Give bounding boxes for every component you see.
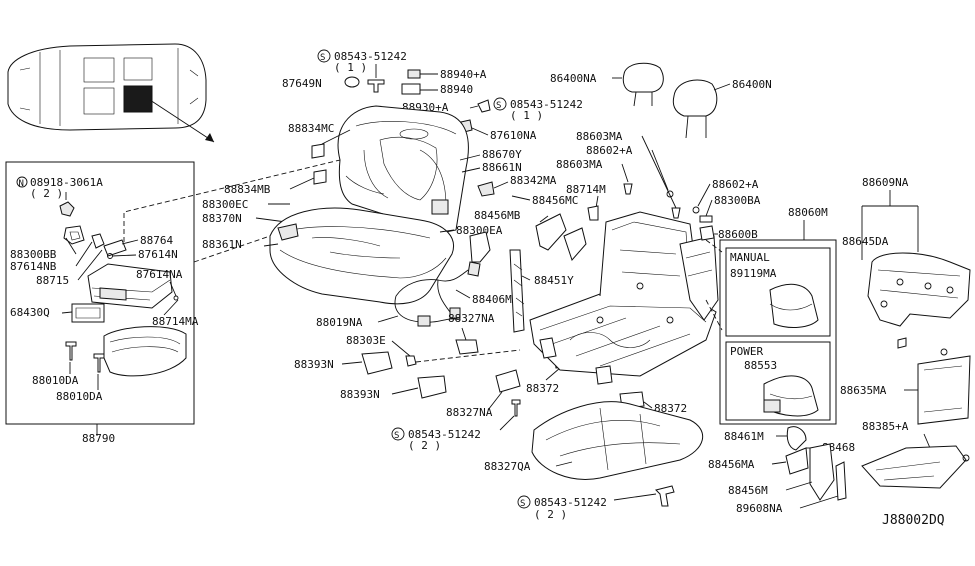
label-87649n: 87649N xyxy=(282,77,322,90)
frame-fasteners: 88603MA 88602+A 88603MA 88714M 88602+A 8… xyxy=(556,130,761,331)
label-88456m: 88456M xyxy=(728,484,768,497)
label-88553: 88553 xyxy=(744,359,777,372)
label-88342ma: 88342MA xyxy=(510,174,557,187)
label-88670y: 88670Y xyxy=(482,148,522,161)
clip-08918-3061a: N 08918-3061A ( 2 ) xyxy=(16,176,103,200)
label-88370n: 88370N xyxy=(202,212,242,225)
label-88451y: 88451Y xyxy=(534,274,574,287)
seat-frame: 88451Y xyxy=(509,211,719,385)
qty-label: ( 2 ) xyxy=(30,187,63,200)
diagram-id: J88002DQ xyxy=(882,513,945,528)
label-88834mc: 88834MC xyxy=(288,122,334,135)
label-88372-a: 88372 xyxy=(526,382,559,395)
power-heading: POWER xyxy=(730,345,763,358)
svg-text:S: S xyxy=(520,499,525,509)
svg-text:N: N xyxy=(19,179,24,189)
qty-label: ( 1 ) xyxy=(334,61,367,74)
vehicle-locator xyxy=(7,43,215,143)
label-08543-top: 08543-51242 xyxy=(334,50,407,63)
seatback-hardware: S 08543-51242 ( 1 ) 87649N 88940+A 88940… xyxy=(282,49,583,142)
label-88602a-a: 88602+A xyxy=(586,144,633,157)
lower-cover: S 08543-51242 ( 2 ) 88327QA S 08543-5124… xyxy=(391,399,704,521)
armrest-group: N 08918-3061A ( 2 ) 88300BB 87614NB 8871… xyxy=(5,161,199,445)
seat-cushion: 88361N 88300EA xyxy=(202,207,503,305)
label-87614na: 87614NA xyxy=(136,268,183,281)
label-88714m: 88714M xyxy=(566,183,606,196)
manual-heading: MANUAL xyxy=(730,251,770,264)
label-88303e: 88303E xyxy=(346,334,386,347)
label-88456ma: 88456MA xyxy=(708,458,755,471)
label-88010da-a: 88010DA xyxy=(32,374,79,387)
motor-box: 88060M MANUAL 89119MA POWER 88553 xyxy=(719,206,837,425)
label-88940a: 88940+A xyxy=(440,68,487,81)
label-88300ec: 88300EC xyxy=(202,198,248,211)
label-88790: 88790 xyxy=(82,432,115,445)
qty-label: ( 2 ) xyxy=(534,508,567,521)
label-88609na: 88609NA xyxy=(862,176,909,189)
trim-parts-middle: 88456MC 88456MB 88327NA 88303E 88393N 88… xyxy=(294,194,687,419)
label-88940: 88940 xyxy=(440,83,473,96)
label-88361n: 88361N xyxy=(202,238,242,251)
label-88461m: 88461M xyxy=(724,430,764,443)
label-88661n: 88661N xyxy=(482,161,522,174)
label-88635ma: 88635MA xyxy=(840,384,887,397)
label-88327qa: 88327QA xyxy=(484,460,531,473)
label-89119ma: 89119MA xyxy=(730,267,777,280)
label-88372-b: 88372 xyxy=(654,402,687,415)
label-88602a-b: 88602+A xyxy=(712,178,759,191)
right-panels: 88609NA 88645DA 88635MA 88385+A xyxy=(840,176,971,489)
wiring-harness: 88406MA 88019NA xyxy=(316,261,519,329)
label-88600b: 88600B xyxy=(718,228,758,241)
label-88456mb: 88456MB xyxy=(474,209,521,222)
label-88300ea: 88300EA xyxy=(456,224,503,237)
label-88603ma-a: 88603MA xyxy=(576,130,623,143)
label-88060m: 88060M xyxy=(788,206,828,219)
label-88327na-a: 88327NA xyxy=(448,312,495,325)
label-86400na: 86400NA xyxy=(550,72,597,85)
label-88764: 88764 xyxy=(140,234,173,247)
label-88714ma: 88714MA xyxy=(152,315,199,328)
label-88645da: 88645DA xyxy=(842,235,889,248)
label-88834mb: 88834MB xyxy=(224,183,271,196)
label-88327na-b: 88327NA xyxy=(446,406,493,419)
label-08543-mid: 08543-51242 xyxy=(510,98,583,111)
label-88603ma-b: 88603MA xyxy=(556,158,603,171)
label-88385a: 88385+A xyxy=(862,420,909,433)
label-88715: 88715 xyxy=(36,274,69,287)
label-86400n: 86400N xyxy=(732,78,772,91)
label-08918-3061a: 08918-3061A xyxy=(30,176,103,189)
qty-label: ( 2 ) xyxy=(408,439,441,452)
label-88300bb: 88300BB xyxy=(10,248,57,261)
label-88456mc: 88456MC xyxy=(532,194,578,207)
label-87614nb: 87614NB xyxy=(10,260,57,273)
label-88406ma: 88406MA xyxy=(472,293,519,306)
svg-text:S: S xyxy=(394,431,399,441)
seat-back: 88834MC 88834MB 88300EC 88370N 88670Y 88… xyxy=(202,105,557,237)
lower-right-trim: 88461M 88456MA 88468 88456M 89608NA xyxy=(708,426,855,515)
label-88010da-b: 88010DA xyxy=(56,390,103,403)
label-88393n-a: 88393N xyxy=(294,358,334,371)
label-88300ba: 88300BA xyxy=(714,194,761,207)
label-68430q: 68430Q xyxy=(10,306,50,319)
label-08543-low: 08543-51242 xyxy=(408,428,481,441)
svg-text:S: S xyxy=(496,101,501,111)
label-89608na: 89608NA xyxy=(736,502,783,515)
label-87610na: 87610NA xyxy=(490,129,537,142)
label-88393n-b: 88393N xyxy=(340,388,380,401)
headrests: 86400NA 86400N xyxy=(550,62,772,139)
label-87614n: 87614N xyxy=(138,248,178,261)
svg-text:S: S xyxy=(320,53,325,63)
qty-label: ( 1 ) xyxy=(510,109,543,122)
label-88019na: 88019NA xyxy=(316,316,363,329)
label-08543-bot: 08543-51242 xyxy=(534,496,607,509)
